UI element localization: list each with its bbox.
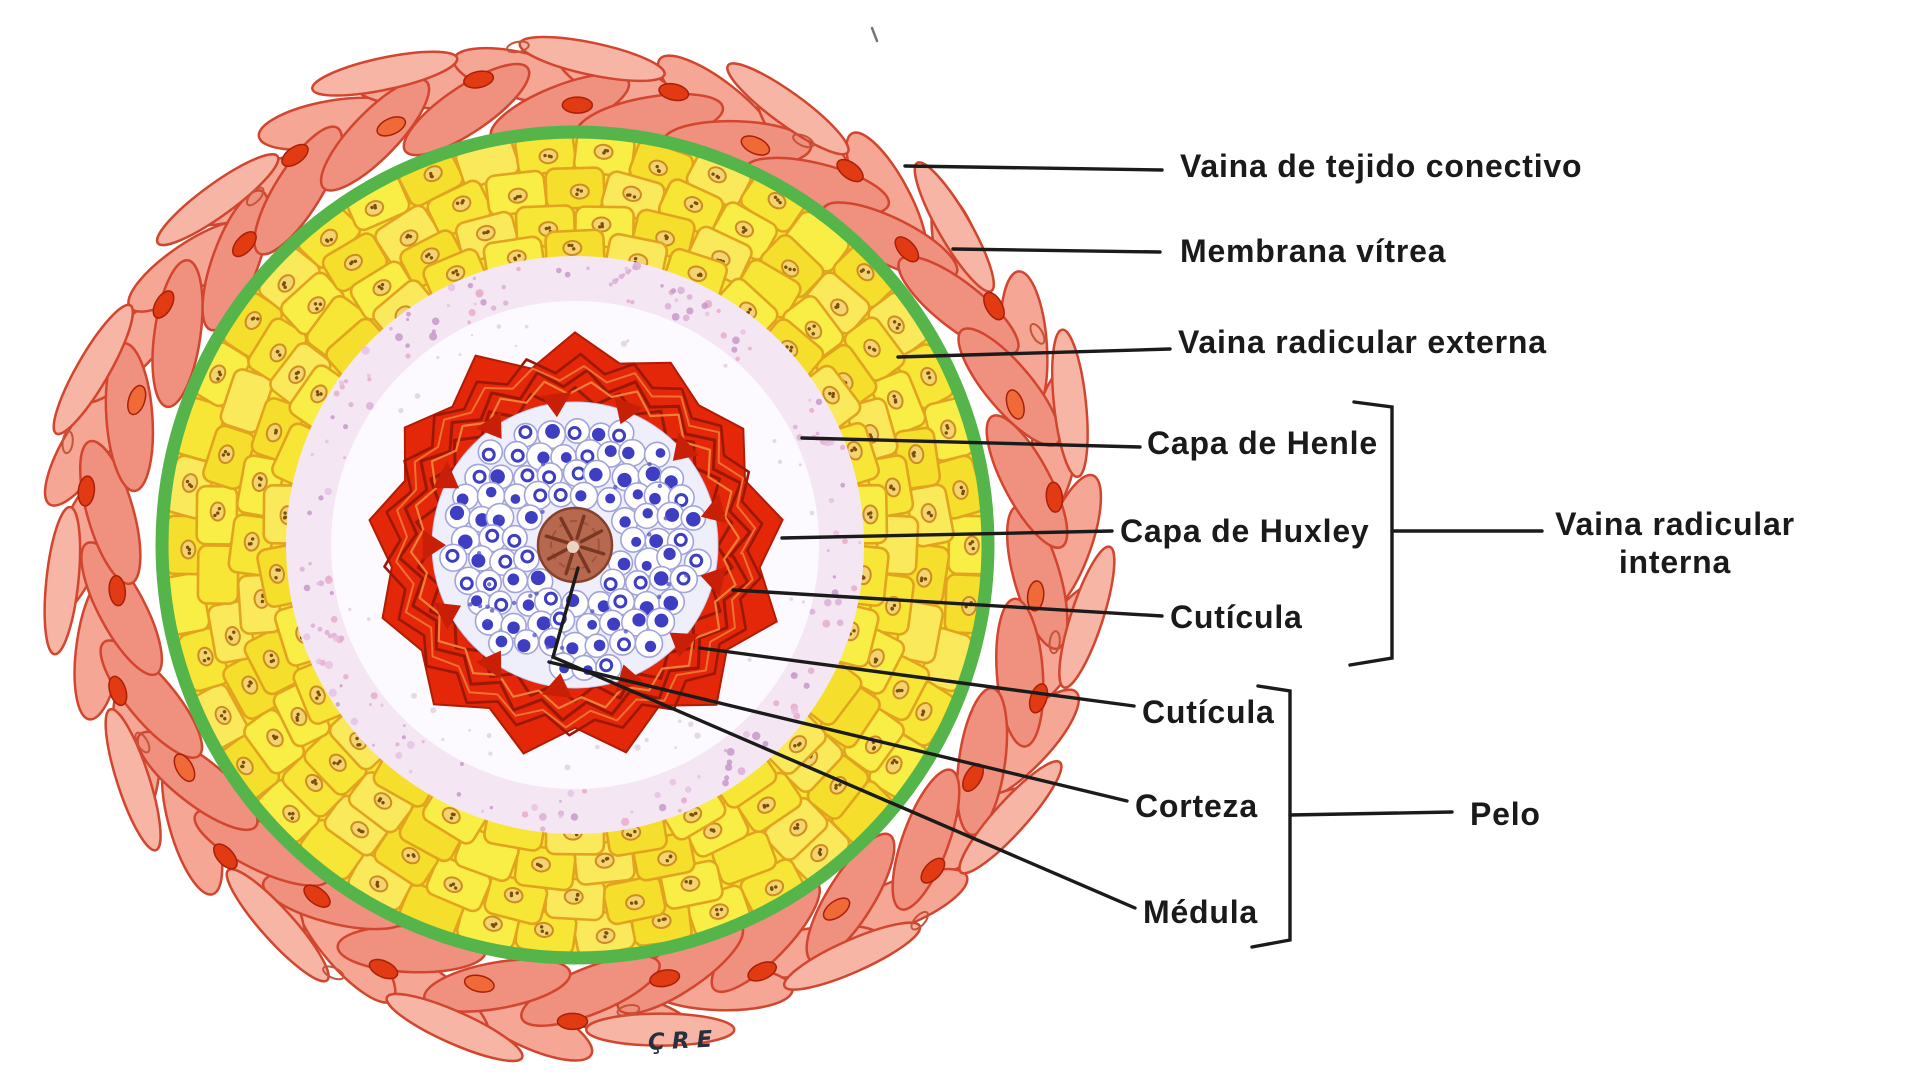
label-capa-de-henle: Capa de Henle <box>1147 425 1378 461</box>
label-cuticula-vaina-interna: Cutícula <box>1170 599 1303 635</box>
leader-cuticula-pelo <box>698 646 1136 708</box>
leader-capa-huxley <box>780 529 1114 540</box>
label-capa-de-huxley: Capa de Huxley <box>1120 513 1370 549</box>
stray-mark <box>870 26 879 43</box>
leader-cuticula-interna <box>731 588 1164 618</box>
leader-vaina-radicular-externa <box>896 347 1172 359</box>
leader-corteza <box>547 660 1129 803</box>
leader-membrana-vitrea <box>951 247 1162 254</box>
label-cuticula-pelo: Cutícula <box>1142 694 1275 730</box>
figure-signature: ÇRE <box>647 1026 720 1056</box>
label-vaina-de-tejido-conectivo: Vaina de tejido conectivo <box>1180 148 1583 184</box>
label-membrana-vitrea: Membrana vítrea <box>1180 233 1447 269</box>
label-corteza: Corteza <box>1135 788 1258 824</box>
label-pelo: Pelo <box>1470 796 1541 832</box>
label-vaina-radicular-interna: Vaina radicular interna <box>1555 506 1795 580</box>
bracket-pelo-connector <box>1288 810 1454 817</box>
leader-medula <box>550 566 1137 910</box>
leader-capa-henle <box>800 436 1142 449</box>
label-vaina-radicular-externa: Vaina radicular externa <box>1178 324 1547 360</box>
follicle-drawing <box>43 35 1116 1063</box>
group-brackets <box>1250 400 1544 949</box>
label-medula: Médula <box>1143 894 1259 930</box>
leader-vaina-tejido-conectivo <box>903 164 1164 172</box>
leader-lines <box>547 164 1172 910</box>
